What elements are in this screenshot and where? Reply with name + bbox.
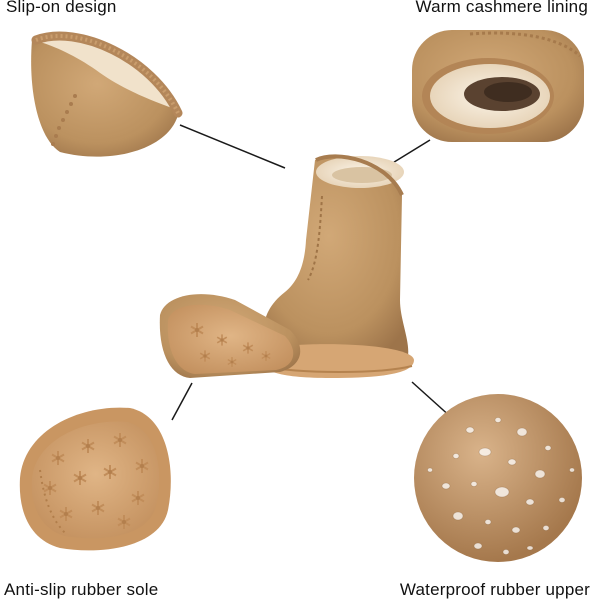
sole-closeup-image [19, 407, 171, 551]
feature-label-sole: Anti-slip rubber sole [4, 580, 159, 599]
waterproof-closeup-image [414, 394, 582, 562]
boot-main-image [159, 154, 414, 378]
lining-closeup-image [412, 30, 584, 142]
leader-line-slip-on [179, 124, 286, 169]
slip-on-closeup-image [31, 31, 183, 157]
feature-label-slip-on: Slip-on design [6, 0, 117, 16]
feature-label-waterproof: Waterproof rubber upper [399, 580, 590, 599]
feature-label-lining: Warm cashmere lining [415, 0, 588, 16]
leader-line-waterproof [411, 381, 453, 419]
leader-line-sole [171, 382, 193, 421]
